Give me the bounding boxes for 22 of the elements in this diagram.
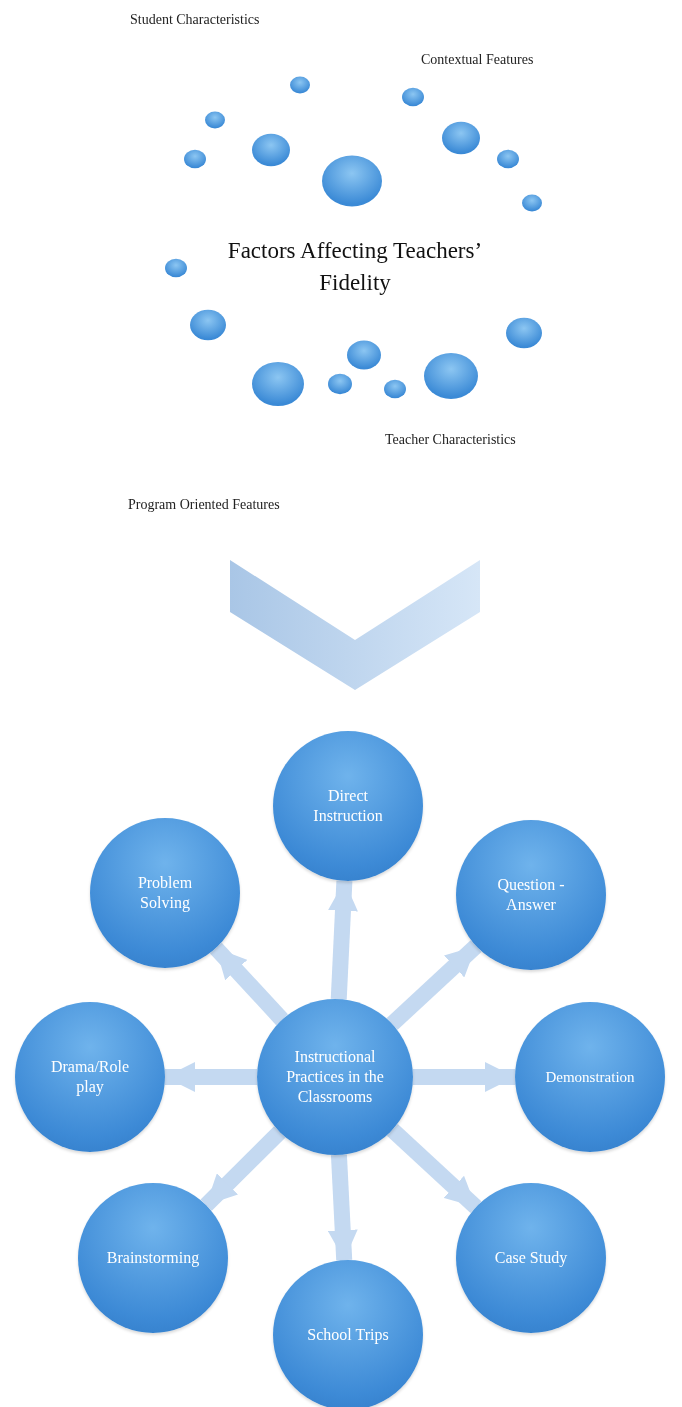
circle-node: Drama/Role play bbox=[15, 1002, 165, 1152]
block-arrow bbox=[327, 1154, 358, 1261]
factor-label: Contextual Features bbox=[421, 52, 534, 68]
circle-node: Direct Instruction bbox=[273, 731, 423, 881]
block-arrow bbox=[165, 1062, 257, 1092]
circle-node: Problem Solving bbox=[90, 818, 240, 968]
circle-node: School Trips bbox=[273, 1260, 423, 1407]
factor-label: Teacher Characteristics bbox=[385, 432, 516, 448]
block-arrow bbox=[328, 880, 358, 1000]
circle-node: Demonstration bbox=[515, 1002, 665, 1152]
block-arrow bbox=[210, 942, 288, 1026]
circle-node: Brainstorming bbox=[78, 1183, 228, 1333]
block-arrow bbox=[200, 1126, 286, 1211]
block-arrow bbox=[386, 1124, 482, 1213]
factor-label: Student Characteristics bbox=[130, 12, 260, 28]
circle-node: Case Study bbox=[456, 1183, 606, 1333]
circle-node: Question - Answer bbox=[456, 820, 606, 970]
heading-text: Factors Affecting Teachers’ Fidelity bbox=[205, 235, 505, 300]
factor-label: Program Oriented Features bbox=[128, 497, 280, 513]
block-arrow bbox=[413, 1062, 515, 1092]
circle-node: Instructional Practices in the Classrooms bbox=[257, 999, 413, 1155]
block-arrow bbox=[386, 940, 482, 1030]
